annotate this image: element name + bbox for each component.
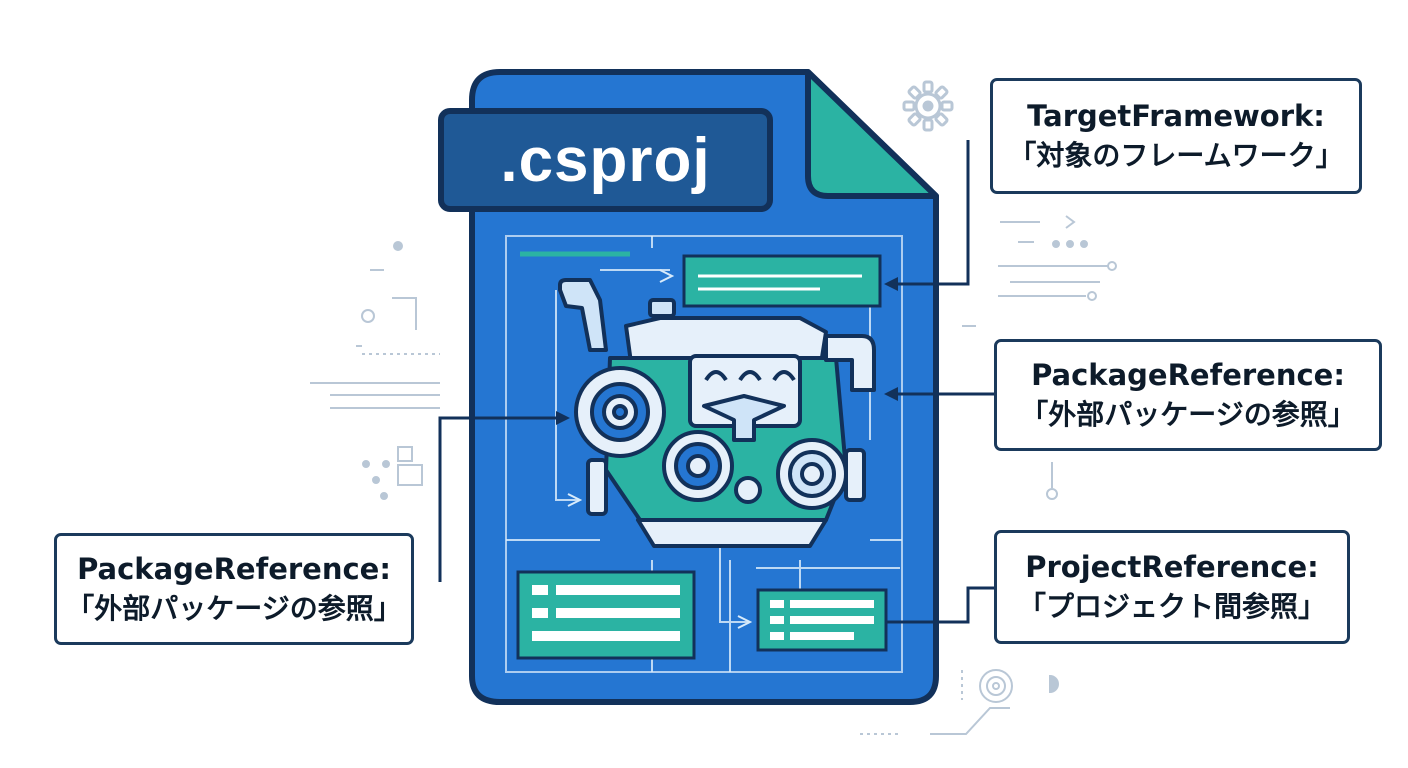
callout-key: TargetFramework: bbox=[1027, 99, 1325, 133]
callout-description: 「外部パッケージの参照」 bbox=[66, 592, 402, 625]
gear-icon bbox=[902, 80, 954, 132]
decor-left bbox=[310, 241, 440, 500]
callout-description: 「外部パッケージの参照」 bbox=[1020, 398, 1356, 431]
callout-package-reference-right: PackageReference: 「外部パッケージの参照」 bbox=[994, 339, 1382, 451]
callout-description: 「プロジェクト間参照」 bbox=[1017, 590, 1326, 623]
callout-target-framework: TargetFramework: 「対象のフレームワーク」 bbox=[990, 78, 1362, 194]
callout-key: ProjectReference: bbox=[1025, 550, 1319, 584]
decor-right bbox=[860, 215, 1117, 735]
connector-arrowheads bbox=[556, 277, 898, 425]
callout-package-reference-left: PackageReference: 「外部パッケージの参照」 bbox=[54, 533, 414, 645]
callout-key: PackageReference: bbox=[1031, 358, 1345, 392]
callout-description: 「対象のフレームワーク」 bbox=[1008, 139, 1344, 172]
callout-project-reference: ProjectReference: 「プロジェクト間参照」 bbox=[994, 530, 1350, 644]
connector-lines bbox=[438, 140, 994, 624]
file-extension-title: .csproj bbox=[438, 108, 773, 212]
engine-icon bbox=[558, 278, 876, 548]
callout-key: PackageReference: bbox=[77, 552, 391, 586]
